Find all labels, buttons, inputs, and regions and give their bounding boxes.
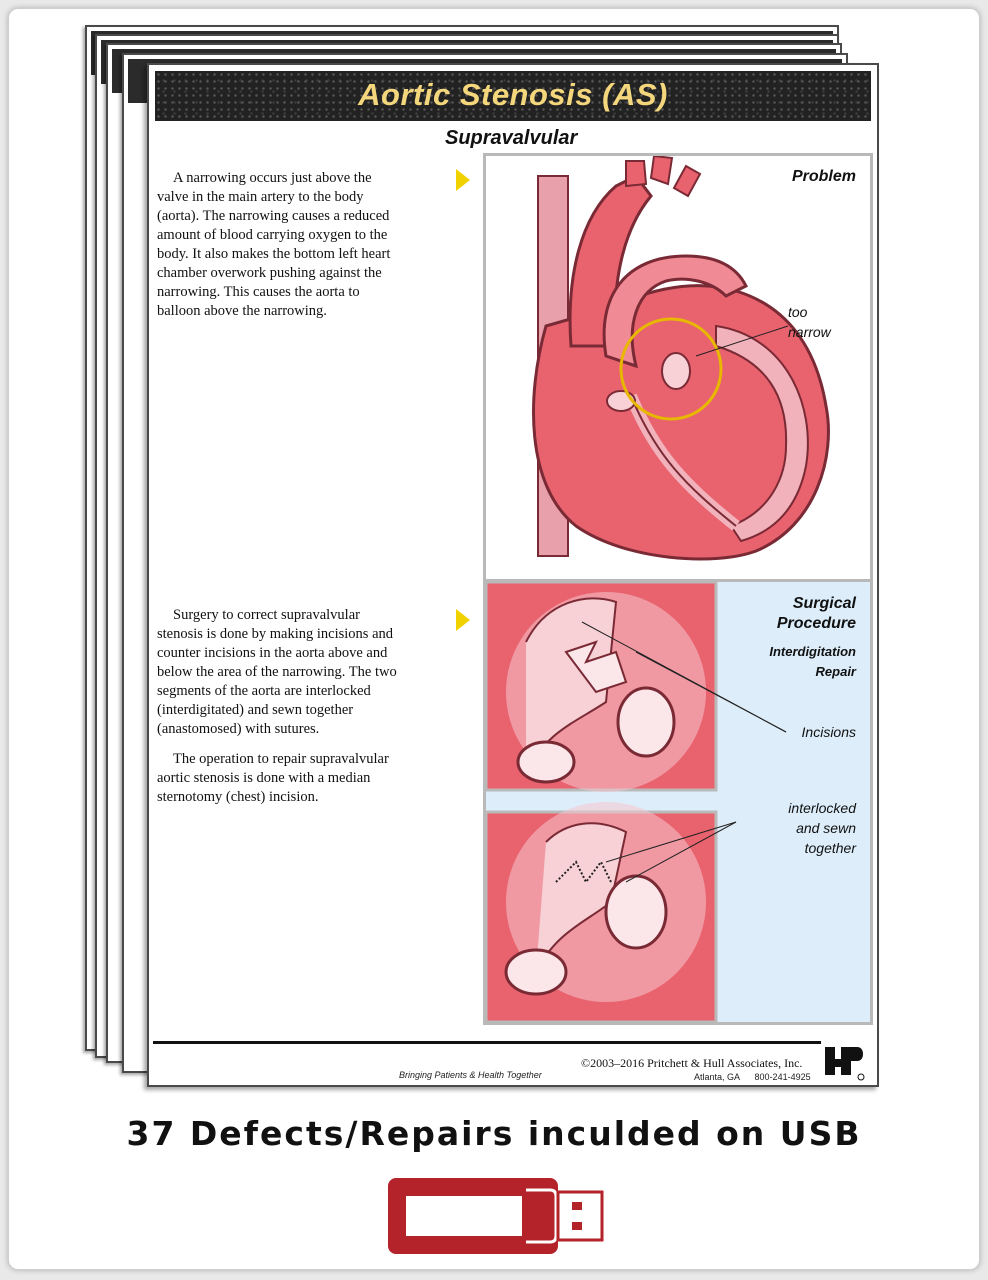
incisions-label: Incisions	[801, 724, 856, 740]
callout-line-1: too	[788, 304, 808, 320]
arrow-marker-icon	[456, 169, 470, 191]
footer-copyright: ©2003–2016 Pritchett & Hull Associates, …	[581, 1056, 803, 1070]
footer-rule	[153, 1041, 821, 1044]
procedure-subheading-line-2: Repair	[815, 664, 856, 679]
footer-tagline: Bringing Patients & Health Together	[399, 1070, 542, 1080]
problem-text: A narrowing occurs just above the valve …	[157, 170, 391, 319]
sewn-line-3: together	[804, 840, 856, 856]
problem-heading: Problem	[791, 168, 856, 185]
procedure-subheading-line-1: Interdigitation	[769, 644, 856, 659]
page-subtitle: Supravalvular	[445, 127, 578, 149]
problem-panel: Problem too narrow	[483, 153, 873, 583]
publisher-logo-icon	[825, 1047, 865, 1081]
problem-description: A narrowing occurs just above the valve …	[157, 169, 402, 321]
usb-drive-icon	[388, 1178, 604, 1254]
surgery-text: Surgery to correct supravalvular stenosi…	[157, 607, 397, 737]
arrow-marker-icon	[456, 609, 470, 631]
page-title: Aortic Stenosis (AS)	[358, 77, 668, 112]
operation-text: The operation to repair supravalvular ao…	[157, 751, 389, 805]
surgery-description: Surgery to correct supravalvular stenosi…	[157, 606, 402, 807]
procedure-panel: Surgical Procedure Interdigitation Repai…	[483, 579, 873, 1025]
callout-line-2: narrow	[788, 324, 831, 340]
procedure-heading-line-1: Surgical	[792, 595, 856, 612]
too-narrow-label: too narrow	[788, 302, 831, 342]
procedure-illustration	[486, 582, 787, 1022]
procedure-heading-line-2: Procedure	[776, 615, 856, 632]
sewn-together-label: interlocked and sewn together	[788, 798, 856, 858]
sewn-line-2: and sewn	[796, 820, 856, 836]
sewn-line-1: interlocked	[788, 800, 856, 816]
footer-phone: 800-241-4925	[754, 1072, 811, 1082]
front-page: Aortic Stenosis (AS) Supravalvular A nar…	[147, 63, 879, 1087]
page-header: Aortic Stenosis (AS)	[155, 71, 871, 121]
procedure-subheading: Interdigitation Repair	[769, 642, 856, 682]
heart-illustration	[532, 156, 830, 561]
footer-city: Atlanta, GA	[694, 1072, 740, 1082]
footer-address: Atlanta, GA 800-241-4925	[694, 1072, 811, 1082]
usb-caption: 37 Defects/Repairs inculded on USB	[126, 1114, 862, 1153]
procedure-heading: Surgical Procedure	[777, 594, 856, 634]
